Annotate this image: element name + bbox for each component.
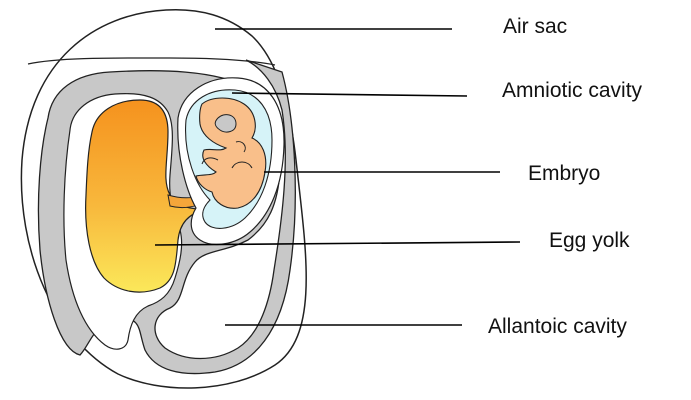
label-embryo: Embryo xyxy=(528,163,600,184)
label-allantoic-cavity: Allantoic cavity xyxy=(488,316,627,337)
label-egg-yolk: Egg yolk xyxy=(549,230,630,251)
label-amniotic-cavity: Amniotic cavity xyxy=(502,80,642,101)
embryo-eye xyxy=(215,115,236,132)
label-air-sac: Air sac xyxy=(503,16,567,37)
